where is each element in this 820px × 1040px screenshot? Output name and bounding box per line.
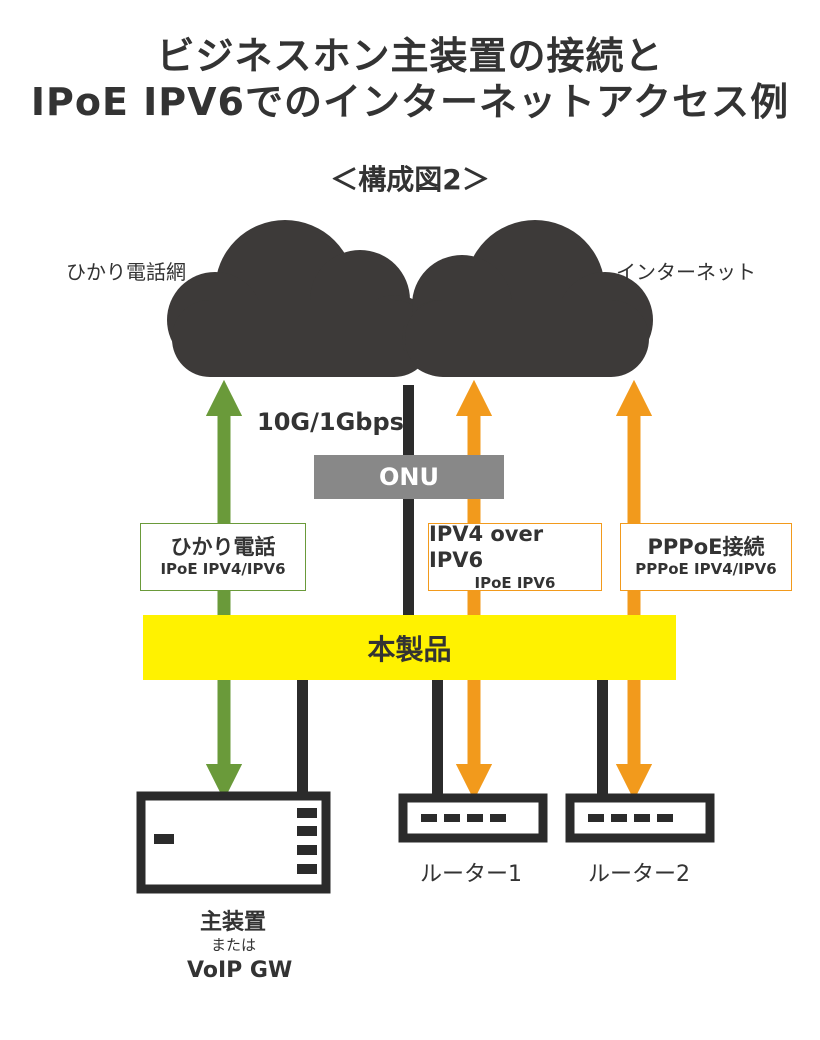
router2-icon [565, 793, 715, 843]
router1-label: ルーター1 [420, 862, 522, 887]
pbx-cable [297, 680, 308, 792]
internet-cloud-icon [402, 220, 653, 377]
pbx-label: 主装置 [200, 910, 267, 935]
pbx-or-label: または [211, 936, 257, 954]
ipv4-over-ipv6-name: IPV4 over IPV6 [429, 522, 544, 573]
router2-cable [597, 680, 608, 794]
router2-label: ルーター2 [588, 862, 690, 887]
diagram-subtitle: ＜構成図2＞ [330, 163, 490, 196]
phone-connection-box: ひかり電話 IPoE IPV4/IPV6 [140, 523, 306, 591]
pppoe-connection-protocol: PPPoE IPV4/IPV6 [635, 560, 777, 579]
pbx-device-icon [136, 791, 331, 894]
main-device-label: 本製品 [367, 632, 452, 666]
onu-label: ONU [379, 463, 439, 491]
page-title-line-2: IPoE IPV6でのインターネットアクセス例 [30, 80, 790, 124]
voip-gw-label: VoIP GW [187, 958, 293, 983]
router1-cable [432, 680, 443, 794]
onu-box: ONU [314, 455, 504, 499]
router1-icon [398, 793, 548, 843]
phone-connection-name: ひかり電話 [170, 535, 276, 560]
page-title-line-1: ビジネスホン主装置の接続と [156, 34, 664, 78]
phone-network-label: ひかり電話網 [66, 260, 186, 284]
ipv4-over-ipv6-box: IPV4 over IPV6 IPoE IPV6 [428, 522, 602, 592]
phone-network-cloud-icon [167, 220, 435, 377]
uplink-line [403, 385, 414, 615]
ipv4-over-ipv6-protocol: IPoE IPV6 [474, 573, 556, 592]
pppoe-connection-box: PPPoE接続 PPPoE IPV4/IPV6 [620, 523, 792, 591]
internet-label: インターネット [616, 260, 756, 284]
pppoe-connection-name: PPPoE接続 [647, 535, 765, 560]
phone-connection-protocol: IPoE IPV4/IPV6 [160, 560, 286, 579]
main-device-bar: 本製品 [143, 615, 676, 680]
link-speed-label: 10G/1Gbps [257, 408, 404, 436]
